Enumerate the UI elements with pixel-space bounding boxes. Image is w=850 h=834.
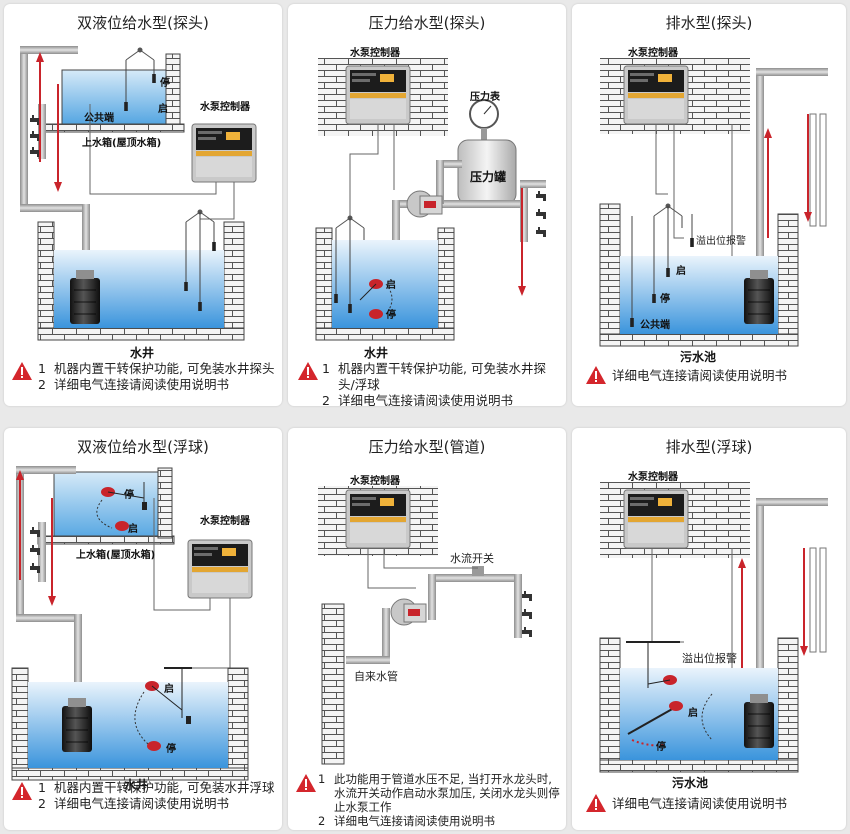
label-well: 水井 <box>364 346 389 360</box>
note-text: 详细电气连接请阅读使用说明书 <box>612 368 788 383</box>
note-text: 详细电气连接请阅读使用说明书 <box>54 796 230 811</box>
label-common: 公共端 <box>640 320 670 331</box>
notes: 详细电气连接请阅读使用说明书 <box>612 796 840 812</box>
label-tap: 自来水管 <box>354 670 398 683</box>
panel-dual-level-float: 双液位给水型(浮球) <box>4 428 282 830</box>
label-controller: 水泵控制器 <box>628 48 678 59</box>
diagram-dual-level-probe <box>12 46 257 380</box>
diagram-dual-level-float <box>11 466 253 800</box>
label-stop: 停 <box>656 742 666 753</box>
warning-icon <box>586 366 606 384</box>
warning-icon <box>12 782 32 800</box>
label-start: 启 <box>688 708 698 719</box>
label-start: 启 <box>386 280 396 291</box>
note-text: 机器内置干转保护功能, 可免装水井探头 <box>54 361 275 376</box>
label-tank: 压力罐 <box>470 170 507 184</box>
panel-title: 双液位给水型(浮球) <box>77 438 209 456</box>
panel-title: 排水型(探头) <box>665 14 753 32</box>
note-text: 详细电气连接请阅读使用说明书 <box>612 796 788 811</box>
label-overflow: 溢出位报警 <box>696 236 746 247</box>
label-controller: 水泵控制器 <box>350 48 400 59</box>
label-well: 水井 <box>124 778 149 792</box>
note-text: 详细电气连接请阅读使用说明书 <box>54 377 230 392</box>
warning-icon <box>586 794 606 812</box>
label-stop: 停 <box>160 78 170 89</box>
panel-pressure-probe: 压力给水型(探头) <box>288 4 566 406</box>
note-text: 详细电气连接请阅读使用说明书 <box>334 814 495 828</box>
label-start: 启 <box>128 524 138 535</box>
label-stop-well: 停 <box>166 744 176 755</box>
label-gauge: 压力表 <box>470 92 500 103</box>
label-controller: 水泵控制器 <box>628 472 678 483</box>
panel-drain-float: 排水型(浮球) 水泵控制器 溢出位报警 启 停 污水池 详细电气连接请阅读使用说… <box>572 428 846 830</box>
label-flow-switch: 水流开关 <box>450 552 494 565</box>
label-pool: 污水池 <box>680 350 717 364</box>
roof-tank <box>61 69 175 125</box>
warning-icon <box>296 774 316 792</box>
panel-drain-probe: 排水型(探头) 水泵控制器 溢出位报警 启 停 公共端 污水池 <box>572 4 846 406</box>
label-controller: 水泵控制器 <box>350 476 400 487</box>
riser-pipe <box>20 46 28 206</box>
warning-icon <box>12 362 32 380</box>
note-text: 详细电气连接请阅读使用说明书 <box>338 393 514 406</box>
panel-title: 压力给水型(管道) <box>368 438 486 456</box>
label-stop: 停 <box>386 310 396 321</box>
label-tank: 上水箱(屋顶水箱) <box>76 550 156 561</box>
warning-icon <box>298 362 318 380</box>
label-controller: 水泵控制器 <box>200 516 250 527</box>
label-common: 公共端 <box>84 113 114 124</box>
label-pool: 污水池 <box>672 776 709 790</box>
note-text: 此功能用于管道水压不足, 当打开水龙头时, 水流开关动作启动水泵加压, 关闭水龙… <box>334 772 560 814</box>
note-text: 机器内置干转保护功能, 可免装水井浮球 <box>54 780 275 795</box>
label-controller: 水泵控制器 <box>200 102 250 113</box>
diagram-drain-probe <box>586 58 828 384</box>
label-stop: 停 <box>124 490 134 501</box>
panel-title: 双液位给水型(探头) <box>77 14 209 32</box>
note-text: 机器内置干转保护功能, 可免装水井探头/浮球 <box>338 361 546 392</box>
label-start-well: 启 <box>164 684 174 695</box>
label-start: 启 <box>158 104 168 115</box>
panel-title: 压力给水型(探头) <box>368 14 486 32</box>
diagram-drain-float <box>586 482 828 812</box>
panel-title: 排水型(浮球) <box>665 438 753 456</box>
panel-dual-level-probe: 双液位给水型(探头) <box>4 4 282 406</box>
label-tank: 上水箱(屋顶水箱) <box>82 138 162 149</box>
label-overflow: 溢出位报警 <box>682 652 737 665</box>
notes: 详细电气连接请阅读使用说明书 <box>612 368 840 384</box>
diagram-pressure-pipe <box>296 486 532 792</box>
label-start: 启 <box>676 266 686 277</box>
label-stop: 停 <box>660 294 670 305</box>
diagram-pressure-probe <box>298 58 546 380</box>
label-well: 水井 <box>130 346 155 360</box>
